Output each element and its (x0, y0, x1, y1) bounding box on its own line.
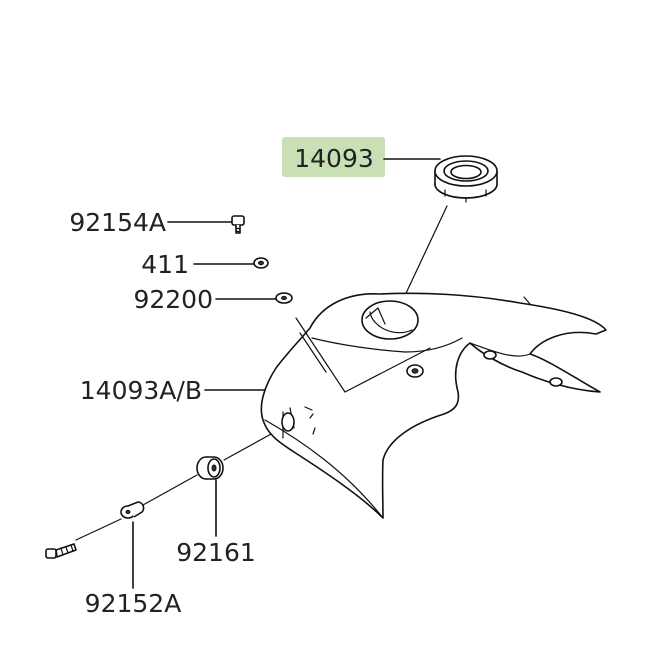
tank-cover[interactable] (260, 292, 607, 519)
mounting-bolt[interactable] (45, 543, 77, 559)
part-label-92200[interactable]: 92200 (133, 285, 213, 314)
bolt-92154A[interactable] (231, 215, 245, 234)
part-label-14093[interactable]: 14093 (294, 144, 374, 173)
collar-92152A[interactable] (120, 501, 145, 519)
part-label-92161[interactable]: 92161 (176, 538, 256, 567)
part-label-411[interactable]: 411 (141, 250, 189, 279)
part-label-14093A-B[interactable]: 14093A/B (80, 376, 202, 405)
assembly-axis-collar-grommet (142, 474, 198, 506)
washer-92200[interactable] (275, 292, 293, 304)
part-label-92154A[interactable]: 92154A (69, 208, 166, 237)
assembly-axis-bolt (75, 518, 122, 541)
grommet-92161[interactable] (196, 456, 224, 480)
part-label-92152A[interactable]: 92152A (85, 589, 182, 618)
washer-411[interactable] (253, 257, 269, 269)
leader-line-14093A-B (204, 381, 271, 391)
fuel-cap-ring[interactable] (434, 155, 498, 203)
label-highlight (282, 137, 385, 177)
